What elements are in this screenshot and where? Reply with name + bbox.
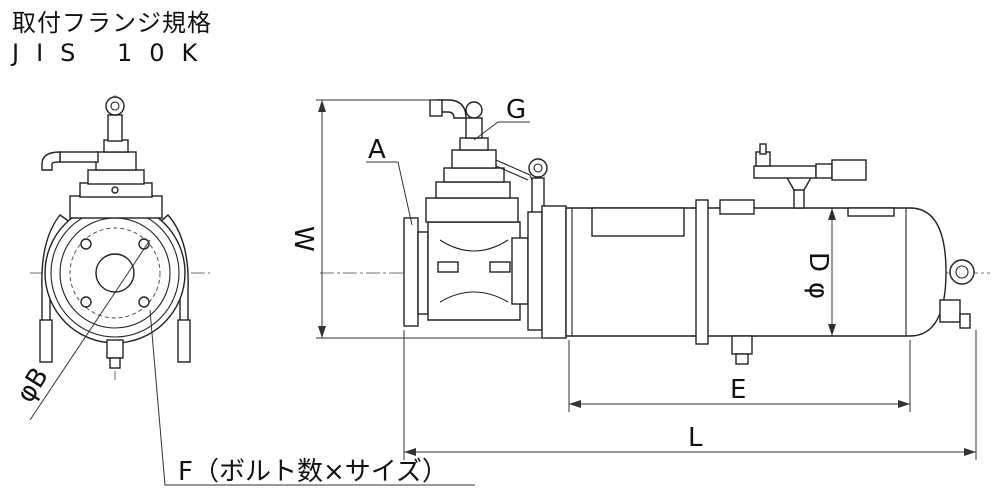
a-label: A — [368, 135, 386, 165]
w-label: W — [288, 226, 318, 252]
e-label: E — [730, 375, 746, 405]
d-dimension — [828, 208, 836, 336]
w-dimension — [316, 99, 548, 339]
title-block: 取付フランジ規格 JIS 10K — [12, 8, 214, 68]
d-phi-label: φ — [803, 282, 833, 299]
phi-b-leader — [29, 239, 151, 421]
g-label: G — [506, 95, 526, 125]
g-leader — [473, 121, 530, 141]
flange-standard-title: 取付フランジ規格 — [12, 9, 212, 37]
f-leader — [149, 309, 475, 486]
e-dimension — [568, 340, 911, 412]
l-dimension — [403, 330, 977, 460]
side-view — [320, 99, 990, 365]
phi-b-label: φB — [11, 363, 55, 409]
front-view — [30, 95, 210, 380]
a-leader — [366, 161, 413, 226]
l-label: L — [688, 423, 703, 453]
f-label: F（ボルト数×サイズ） — [178, 457, 448, 487]
flange-standard-value: JIS 10K — [12, 39, 215, 67]
d-label: D — [803, 252, 833, 272]
